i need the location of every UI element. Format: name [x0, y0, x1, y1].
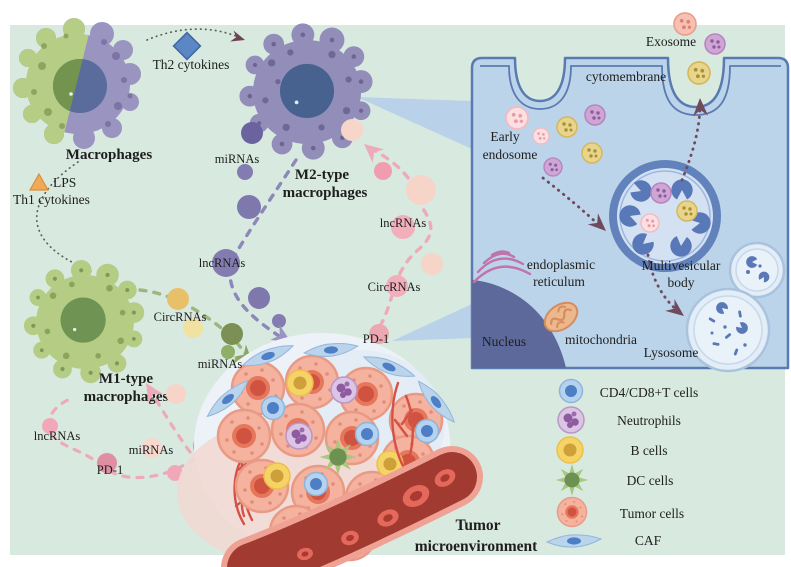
m2-lncrnas-label: lncRNAs [199, 256, 246, 270]
cytomembrane-inner-line [480, 65, 781, 116]
multivesicular-label-2: body [668, 275, 695, 290]
legend-label: CD4/CD8+T cells [600, 385, 699, 400]
macrophages-label: Macrophages [66, 147, 153, 163]
lps-label: LPS [53, 175, 76, 190]
red-blood-cells [297, 469, 456, 561]
legend-label: B cells [630, 443, 667, 458]
exosome-label: Exosome [646, 34, 696, 49]
legend-label: Tumor cells [620, 506, 684, 521]
zoom-wedge-top [357, 97, 472, 149]
polarization-arrows [35, 28, 247, 278]
m2-macrophage-cell [239, 23, 373, 160]
legend-label: Neutrophils [617, 413, 681, 428]
early-endosome-label-2: endosome [483, 147, 538, 162]
th2-cytokines-label: Th2 cytokines [153, 57, 230, 72]
left-pd1-label: PD-1 [97, 463, 123, 477]
trafficking-arrows [541, 102, 702, 314]
th2-cytokine-icon [172, 31, 202, 61]
m2-rna-path [212, 122, 298, 350]
mitochondria-label: mitochondria [565, 332, 637, 347]
legend-row: DC cells [556, 464, 673, 496]
mitochondria [543, 301, 579, 333]
tumor-cell-icon [556, 496, 588, 528]
exosome-biogenesis-panel: Exosome cytomembrane Early endosome Mult… [470, 12, 790, 373]
left-lncrnas-label: lncRNAs [34, 429, 81, 443]
nucleus-label: Nucleus [482, 334, 526, 349]
legend-row: B cells [556, 436, 668, 464]
legend-row: CAF [546, 533, 662, 548]
m1-mirnas-label: miRNAs [198, 357, 243, 371]
blood-vessel [221, 446, 483, 567]
multivesicular-label-1: Multivesicular [642, 258, 721, 273]
capillaries-right [391, 381, 414, 470]
zoom-wedge-bottom [392, 304, 472, 341]
lysosome-label: Lysosome [644, 345, 699, 360]
tumor-label-1: Tumor [455, 517, 500, 534]
legend-label: CAF [635, 533, 662, 548]
right-pd1-label: PD-1 [363, 332, 389, 346]
right-lncrnas-label: lncRNAs [380, 216, 427, 230]
m2-exosome-particle [341, 119, 363, 141]
legend-row: CD4/CD8+T cells [558, 378, 699, 404]
multivesicular-body [609, 160, 721, 272]
lysosome [685, 241, 786, 373]
b-cell-icon [556, 436, 584, 464]
m1-label-1: M1-type [99, 371, 153, 387]
cytomembrane-label: cytomembrane [586, 69, 666, 84]
endoplasmic-reticulum [472, 250, 532, 284]
legend-label: DC cells [627, 473, 674, 488]
macrophage-cell [13, 18, 141, 149]
nucleus [472, 280, 566, 368]
neutrophil-icon [557, 406, 585, 434]
m2-label-2: macrophages [283, 185, 368, 201]
early-endosome-label-1: Early [490, 129, 519, 144]
right-circrnas-label: CircRNAs [368, 280, 421, 294]
left-mirnas-label: miRNAs [129, 443, 174, 457]
dc-cell-icon [556, 464, 588, 496]
lysosome-fragments [708, 256, 772, 356]
t-cell-icon [558, 378, 584, 404]
m1-macrophage-cell [23, 259, 145, 384]
th1-cytokines-label: Th1 cytokines [13, 192, 90, 207]
legend: CD4/CD8+T cells Neutrophils B cells DC c… [546, 378, 699, 548]
m2-label-1: M2-type [295, 167, 349, 183]
tumor-to-m2-rna-path [358, 137, 443, 344]
legend-row: Neutrophils [557, 406, 681, 434]
tumor-label-2: microenvironment [415, 538, 538, 555]
er-label-2: reticulum [533, 274, 585, 289]
er-label-1: endoplasmic [527, 257, 595, 272]
legend-row: Tumor cells [556, 496, 684, 528]
m1-circrnas-label: CircRNAs [154, 310, 207, 324]
m2-mirnas-label: miRNAs [215, 152, 260, 166]
lps-icon [28, 172, 50, 191]
